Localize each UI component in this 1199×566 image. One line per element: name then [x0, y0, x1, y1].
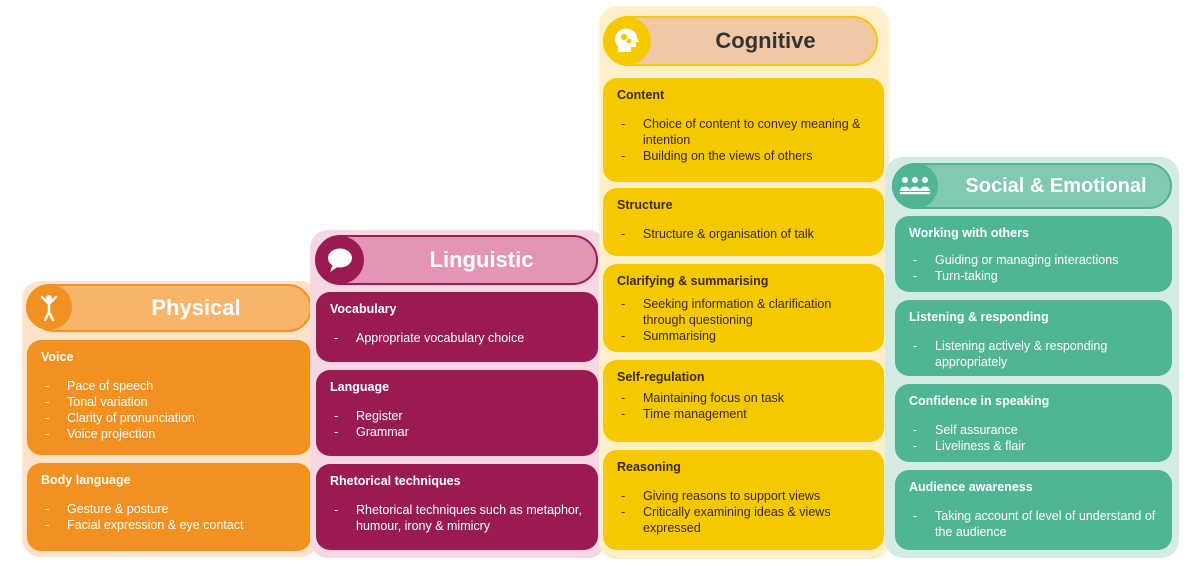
list-item: Voice projection — [41, 426, 299, 442]
list-item: Critically examining ideas & views expre… — [617, 504, 872, 536]
list-item: Appropriate vocabulary choice — [330, 330, 586, 346]
list-item: Seeking information & clarification thro… — [617, 296, 872, 328]
card-title: Vocabulary — [330, 302, 397, 316]
card-title: Clarifying & summarising — [617, 274, 769, 288]
list-item: Register — [330, 408, 586, 424]
card-title: Body language — [41, 473, 131, 487]
list-item: Pace of speech — [41, 378, 299, 394]
list-item: Structure & organisation of talk — [617, 226, 872, 242]
list-item: Maintaining focus on task — [617, 390, 872, 406]
cognitive-card-self-regulation: Self-regulation Maintaining focus on tas… — [603, 360, 884, 442]
list-item: Building on the views of others — [617, 148, 872, 164]
card-title: Listening & responding — [909, 310, 1049, 324]
list-item: Time management — [617, 406, 872, 422]
speech-bubble-icon — [316, 236, 364, 284]
list-item: Turn-taking — [909, 268, 1160, 284]
list-item: Tonal variation — [41, 394, 299, 410]
linguistic-title: Linguistic — [429, 247, 534, 272]
linguistic-card-language: Language Register Grammar — [316, 370, 598, 456]
cognitive-card-content: Content Choice of content to convey mean… — [603, 78, 884, 182]
list-item: Gesture & posture — [41, 501, 299, 517]
card-title: Language — [330, 380, 390, 394]
person-icon — [26, 284, 72, 330]
list-item: Choice of content to convey meaning & in… — [617, 116, 872, 148]
head-gears-icon — [603, 17, 651, 65]
card-title: Content — [617, 88, 665, 102]
social-card-audience-awareness: Audience awareness Taking account of lev… — [895, 470, 1172, 550]
linguistic-card-vocabulary: Vocabulary Appropriate vocabulary choice — [316, 292, 598, 362]
cognitive-card-structure: Structure Structure & organisation of ta… — [603, 188, 884, 256]
list-item: Rhetorical techniques such as metaphor, … — [330, 502, 586, 534]
physical-card-voice: Voice Pace of speech Tonal variation Cla… — [27, 340, 311, 455]
physical-title: Physical — [151, 295, 241, 320]
list-item: Listening actively & responding appropri… — [909, 338, 1160, 370]
card-title: Self-regulation — [617, 370, 705, 384]
list-item: Liveliness & flair — [909, 438, 1160, 454]
group-icon — [892, 163, 938, 209]
list-item: Clarity of pronunciation — [41, 410, 299, 426]
card-title: Reasoning — [617, 460, 681, 474]
social-card-working-with-others: Working with others Guiding or managing … — [895, 216, 1172, 292]
list-item: Grammar — [330, 424, 586, 440]
list-item: Guiding or managing interactions — [909, 252, 1160, 268]
card-title: Rhetorical techniques — [330, 474, 461, 488]
social-card-listening-responding: Listening & responding Listening activel… — [895, 300, 1172, 376]
card-title: Working with others — [909, 226, 1029, 240]
social-emotional-title: Social & Emotional — [965, 174, 1147, 197]
card-title: Voice — [41, 350, 74, 364]
card-title: Confidence in speaking — [909, 394, 1050, 408]
physical-card-body-language: Body language Gesture & posture Facial e… — [27, 463, 311, 551]
list-item: Taking account of level of understand of… — [909, 508, 1160, 540]
list-item: Facial expression & eye contact — [41, 517, 299, 533]
cognitive-card-clarifying: Clarifying & summarising Seeking informa… — [603, 264, 884, 352]
cognitive-title: Cognitive — [715, 28, 816, 53]
list-item: Summarising — [617, 328, 872, 344]
cognitive-card-reasoning: Reasoning Giving reasons to support view… — [603, 450, 884, 550]
physical-header: Physical — [30, 284, 312, 332]
card-title: Structure — [617, 198, 673, 212]
list-item: Giving reasons to support views — [617, 488, 872, 504]
card-title: Audience awareness — [909, 480, 1033, 494]
list-item: Self assurance — [909, 422, 1160, 438]
social-card-confidence-in-speaking: Confidence in speaking Self assurance Li… — [895, 384, 1172, 462]
social-emotional-header: Social & Emotional — [892, 163, 1172, 209]
linguistic-card-rhetorical-techniques: Rhetorical techniques Rhetorical techniq… — [316, 464, 598, 550]
